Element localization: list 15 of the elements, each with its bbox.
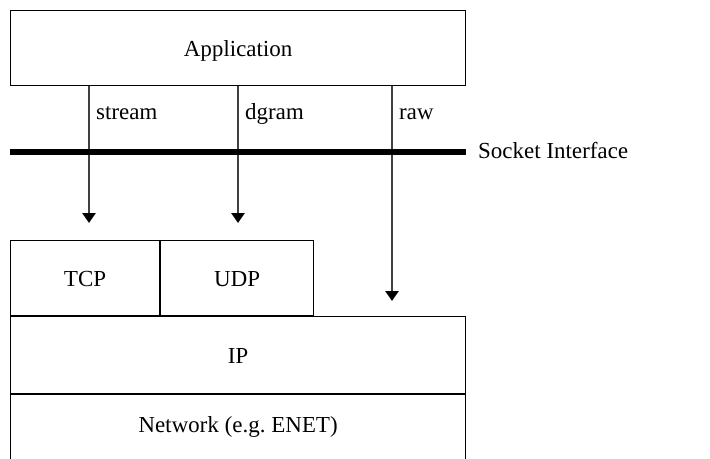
arrow: [385, 86, 399, 301]
layer-box: [10, 394, 466, 459]
layer-name: IP: [228, 344, 248, 366]
layer-name: Network (e.g. ENET): [138, 413, 338, 436]
layer-box: [160, 240, 314, 316]
layer-name: TCP: [64, 266, 106, 290]
layer-box: [10, 240, 160, 316]
layer-box: [10, 10, 466, 86]
layer-name: UDP: [214, 266, 260, 290]
arrow: [82, 86, 96, 223]
arrow: [231, 86, 245, 223]
interface-label: Socket Interface: [478, 139, 628, 162]
layer-name: Application: [184, 36, 292, 60]
edge-label: dgram: [245, 100, 304, 123]
layer-box: [10, 316, 466, 394]
